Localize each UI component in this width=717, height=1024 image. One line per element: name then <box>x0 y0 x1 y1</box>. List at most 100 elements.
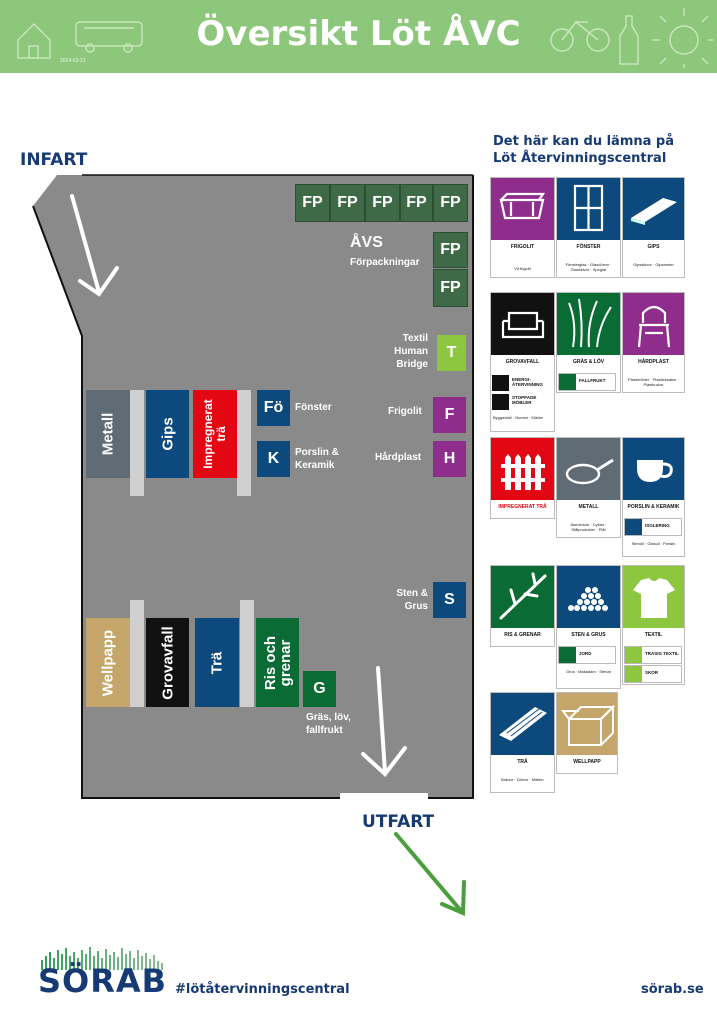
frying-pan-icon <box>557 438 620 500</box>
mini-isolering-label: ISOLERING <box>645 523 670 528</box>
card-gras-name: GRÄS & LÖV <box>572 359 605 365</box>
mini-trasig-label: TRASIG TEXTIL <box>645 651 679 656</box>
card-gras: GRÄS & LÖV FALLFRUKT <box>556 292 621 393</box>
card-gips: GIPS Gipsskivor · Gipsrester <box>622 177 685 278</box>
wellpapp-container: Wellpapp <box>86 618 130 707</box>
mini-jord-sub: Grus · Makadam · Stenar <box>565 669 612 674</box>
card-wellpapp-name: WELLPAPP <box>573 759 601 765</box>
textil-label: Textil Human Bridge <box>394 333 428 370</box>
mini-isolering-sub: Stenull · Glasull · Porslin <box>631 541 676 546</box>
impregnerat-container: Impregnerat trä <box>193 390 237 478</box>
mini-fallfrukt: FALLFRUKT <box>558 373 616 391</box>
porslin-label: Porslin & Keramik <box>295 447 339 471</box>
card-metall-name: METALL <box>578 504 599 510</box>
shoe-icon <box>625 666 642 682</box>
mini-stoppade-label: STOPPADE MÖBLER <box>512 395 537 405</box>
card-fonster-name: FÖNSTER <box>576 244 601 250</box>
grass-icon <box>557 293 620 355</box>
cup-icon <box>623 438 684 500</box>
map-ground <box>32 174 474 799</box>
mini-skor-label: SKOR <box>645 670 659 675</box>
gypsum-board-icon <box>623 178 684 240</box>
hardplast-label: Hårdplast <box>375 452 422 463</box>
card-frigolit: FRIGOLIT Vit frigolit <box>490 177 555 278</box>
metall-container: Metall <box>86 390 130 478</box>
gips-label: Gips <box>159 417 176 451</box>
exit-arrow-icon <box>394 832 466 916</box>
gras-station: G <box>303 671 336 707</box>
sten-label: Sten & Grus <box>396 588 428 612</box>
fonster-label: Fönster <box>295 402 332 413</box>
card-hardplast: HÅRDPLAST Plastmöbler · Plastleksaker · … <box>622 292 685 393</box>
soil-icon <box>559 647 576 663</box>
bike-bottle-sun-illustration <box>550 8 713 68</box>
torn-shirt-icon <box>625 647 642 663</box>
fp-container-7: FP <box>433 269 468 307</box>
card-metall-sub: Aluminium · Cyklar · Stålprodukter · Plå… <box>570 522 607 532</box>
infart-label: INFART <box>20 150 88 170</box>
gras-label: Gräs, löv, fallfrukt <box>306 712 351 736</box>
legend-title: Det här kan du lämna på Löt Återvinnings… <box>493 134 675 166</box>
card-wellpapp: WELLPAPP <box>556 692 618 774</box>
frigolit-label: Frigolit <box>388 406 422 417</box>
card-gips-sub: Gipsskivor · Gipsrester <box>633 262 674 267</box>
header-banner: Översikt Löt ÅVC 2024-03-21 <box>0 0 717 73</box>
card-gips-name: GIPS <box>647 244 660 250</box>
footer-site[interactable]: sörab.se <box>641 982 704 997</box>
fp-container-5: FP <box>433 184 468 222</box>
window-icon <box>557 178 620 240</box>
impregnerat-label: Impregnerat trä <box>201 399 228 469</box>
apple-icon <box>559 374 576 390</box>
card-frigolit-sub: Vit frigolit <box>514 266 531 271</box>
card-impregnerat: IMPREGNERAT TRÄ <box>490 437 555 519</box>
avs-title: ÅVS <box>350 234 383 251</box>
styrofoam-box-icon <box>491 178 554 240</box>
porslin-station: K <box>257 441 290 477</box>
grovavfall-label: Grovavfall <box>159 625 176 700</box>
mini-jord-label: JORD <box>579 651 592 656</box>
insulation-icon <box>625 519 642 535</box>
textil-station: T <box>437 335 466 371</box>
tshirt-icon <box>623 566 684 628</box>
mini-skor: SKOR <box>624 665 682 683</box>
grovavfall-container: Grovavfall <box>146 618 189 707</box>
card-hardplast-sub: Plastmöbler · Plastleksaker · Plastkruko… <box>628 377 679 387</box>
sofa-icon <box>491 293 554 355</box>
card-ris-name: RIS & GRENAR <box>504 632 541 638</box>
fonster-station: Fö <box>257 390 290 426</box>
fence-icon <box>491 438 554 500</box>
plank-icon <box>491 693 554 755</box>
mini-energi-sub: Byggavfall · Gummi · Kläder <box>493 415 544 420</box>
ris-label: Ris och grenar <box>261 635 294 690</box>
tra-label: Trä <box>208 651 226 674</box>
wellpapp-label: Wellpapp <box>99 629 117 696</box>
fp-container-2: FP <box>330 184 365 222</box>
card-tra: TRÄ Brädor · Dörrar · Möbler <box>490 692 555 793</box>
date-stamp: 2024-03-21 <box>60 58 86 64</box>
gips-container: Gips <box>146 390 189 478</box>
card-textil: TEXTIL TRASIG TEXTIL SKOR <box>622 565 685 685</box>
sten-station: S <box>433 582 466 618</box>
card-tra-sub: Brädor · Dörrar · Möbler <box>501 777 544 782</box>
metall-label: Metall <box>99 412 117 456</box>
frigolit-station: F <box>433 397 466 433</box>
cardboard-box-icon <box>557 693 617 755</box>
fp-container-6: FP <box>433 232 468 268</box>
mini-isolering: ISOLERING <box>624 518 682 536</box>
card-hardplast-name: HÅRDPLAST <box>638 359 669 365</box>
mini-energi: ENERGI-ÅTERVINNING STOPPADE MÖBLER <box>492 375 550 411</box>
ris-container: Ris och grenar <box>256 618 299 707</box>
card-sten-name: STEN & GRUS <box>571 632 606 638</box>
branch-icon <box>491 566 554 628</box>
card-sten: STEN & GRUS JORD Grus · Makadam · Stenar <box>556 565 621 689</box>
plastic-chair-icon <box>623 293 684 355</box>
card-tra-name: TRÄ <box>517 759 528 765</box>
mini-fallfrukt-label: FALLFRUKT <box>579 378 606 383</box>
sorab-wordmark: SÖRAB <box>38 962 168 1000</box>
mini-trasig: TRASIG TEXTIL <box>624 646 682 664</box>
page-title: Översikt Löt ÅVC <box>196 14 521 54</box>
avs-subtitle: Förpackningar <box>350 257 420 268</box>
card-grovavfall: GROVAVFALL ENERGI-ÅTERVINNING STOPPADE M… <box>490 292 555 432</box>
bed-icon <box>492 394 509 410</box>
house-bus-illustration <box>17 21 143 59</box>
